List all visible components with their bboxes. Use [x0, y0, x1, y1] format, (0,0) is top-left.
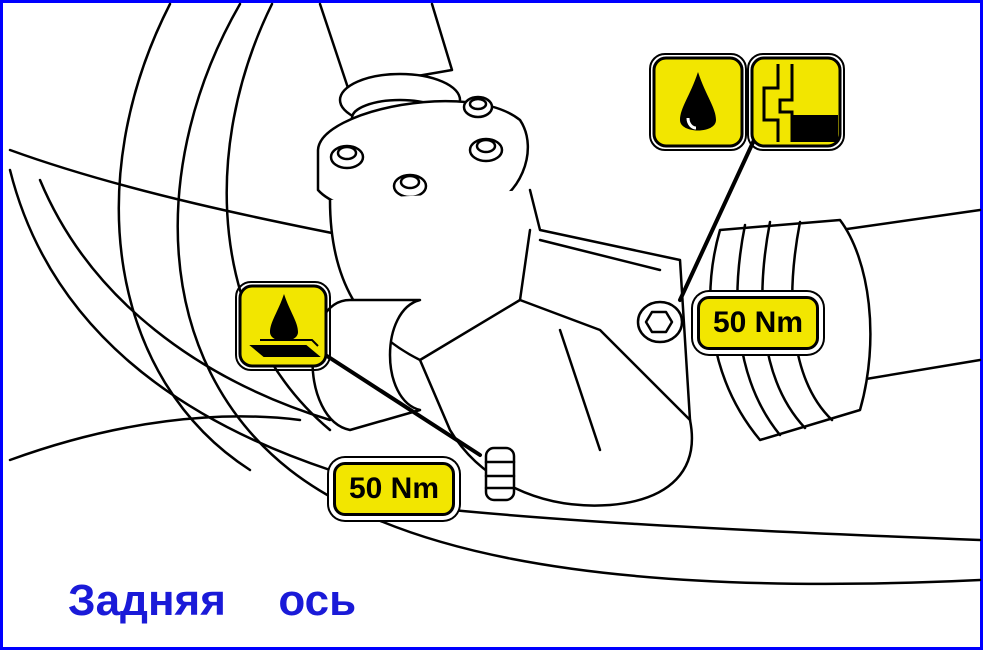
- wheel-arc-outer: [176, 2, 982, 586]
- ground-line-2: [117, 2, 252, 472]
- diagram-caption: Задняя ось: [68, 576, 357, 625]
- oil-level-plug: [636, 300, 684, 344]
- upper-torque-label: 50 Nm: [697, 296, 819, 350]
- lower-torque-label: 50 Nm: [333, 462, 455, 516]
- oil-level-icon: [747, 53, 845, 151]
- flange-bolts: [329, 95, 504, 199]
- oil-drop-icon: [649, 53, 747, 151]
- oil-drain-icon: [235, 281, 331, 371]
- wheel-arc-inner: [225, 2, 332, 432]
- tire-line-3: [38, 178, 332, 422]
- oil-drain-plug: [484, 446, 516, 502]
- tire-line-2: [8, 168, 332, 472]
- right-axle-tube: [838, 208, 982, 382]
- leader-lower: [308, 343, 482, 457]
- leader-upper: [678, 136, 757, 302]
- tire-line-4: [8, 415, 302, 462]
